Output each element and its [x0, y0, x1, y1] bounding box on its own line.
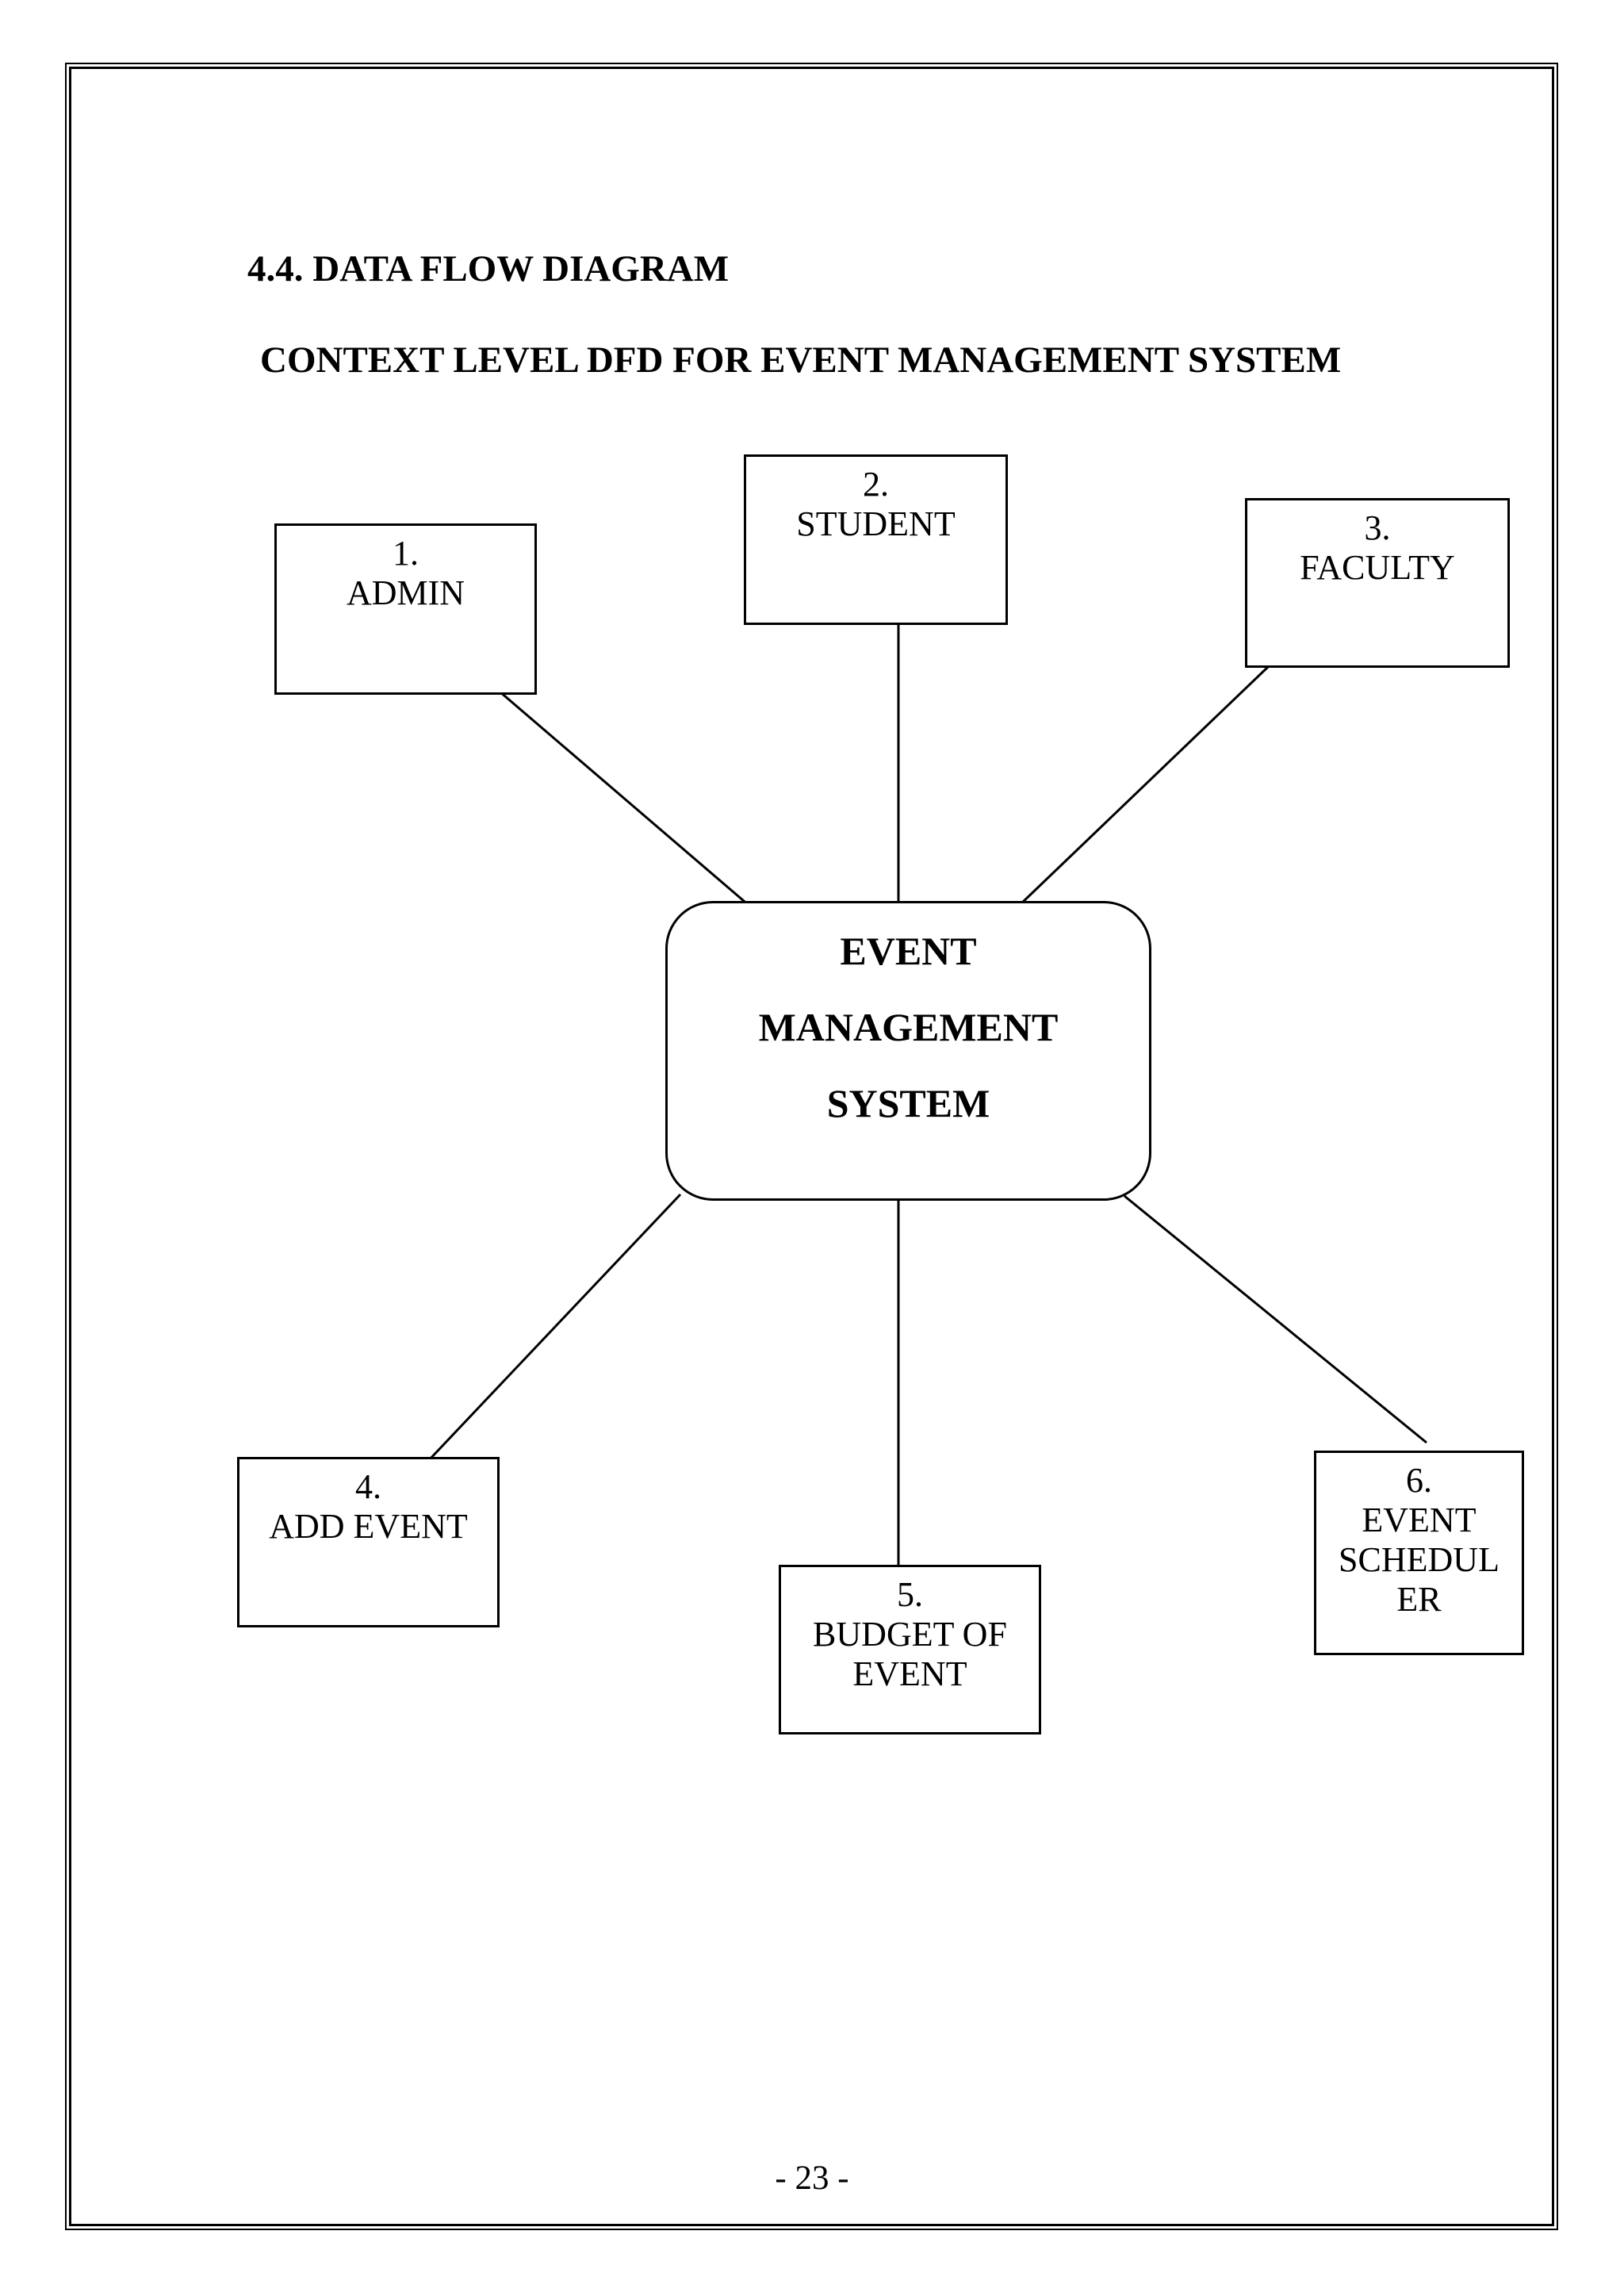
entity-number: 4. [355, 1467, 381, 1506]
connector-process-to-add-event [427, 1193, 682, 1462]
entity-number: 5. [897, 1575, 923, 1614]
entity-box-student: 2. STUDENT [744, 454, 1008, 625]
entity-label: ADMIN [346, 573, 465, 612]
entity-box-faculty: 3. FACULTY [1245, 498, 1510, 668]
entity-label: BUDGET OF [813, 1615, 1007, 1654]
entity-number: 1. [393, 534, 419, 573]
entity-box-admin: 1. ADMIN [274, 523, 537, 695]
process-label-line: SYSTEM [826, 1081, 990, 1125]
entity-box-add-event: 4. ADD EVENT [237, 1457, 500, 1627]
process-label-line: EVENT [840, 929, 977, 973]
entity-box-budget-of-event: 5. BUDGET OF EVENT [779, 1565, 1041, 1734]
page-border-inner [69, 67, 1554, 2226]
entity-label: ER [1396, 1580, 1442, 1619]
entity-number: 3. [1364, 508, 1391, 547]
entity-label: STUDENT [796, 504, 956, 543]
entity-number: 2. [863, 465, 889, 504]
page-number: - 23 - [775, 2160, 849, 2197]
page-border [65, 63, 1558, 2230]
entity-label: EVENT [852, 1654, 967, 1693]
entity-number: 6. [1406, 1461, 1432, 1500]
diagram-title: CONTEXT LEVEL DFD FOR EVENT MANAGEMENT S… [260, 339, 1342, 381]
process-box-event-management-system: EVENT MANAGEMENT SYSTEM [665, 901, 1151, 1201]
process-label-line: MANAGEMENT [758, 1005, 1059, 1049]
connector-process-to-scheduler [1124, 1194, 1427, 1444]
entity-label: SCHEDUL [1339, 1540, 1500, 1579]
entity-label: ADD EVENT [269, 1507, 468, 1546]
entity-label: FACULTY [1300, 548, 1455, 587]
entity-box-event-scheduler: 6. EVENT SCHEDUL ER [1314, 1451, 1524, 1655]
entity-label: EVENT [1362, 1501, 1477, 1539]
section-title: 4.4. DATA FLOW DIAGRAM [247, 248, 730, 289]
connector-admin-to-process [499, 690, 750, 907]
connector-faculty-to-process [1019, 665, 1270, 906]
